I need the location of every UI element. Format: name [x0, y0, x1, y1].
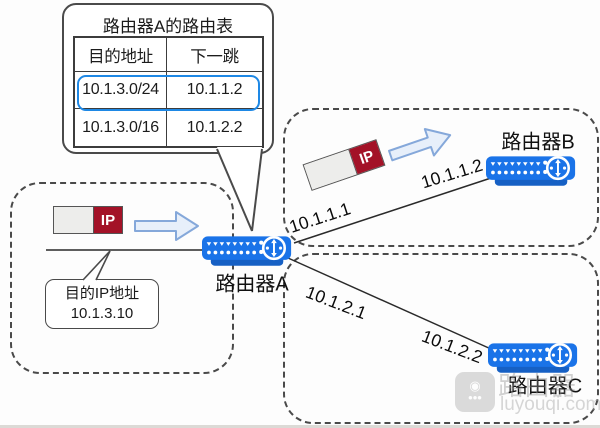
table-cell-next-row2: 10.1.2.2	[186, 118, 243, 136]
forward-arrow-to-b	[384, 119, 459, 177]
bottom-right-network-region	[283, 253, 599, 424]
router-c-icon	[488, 343, 578, 373]
table-cell-dest-row1: 10.1.3.0/24	[75, 72, 167, 109]
routing-table-callout: 路由器A的路由表 目的地址 下一跳 10.1.3.0/24 10.1.1.2 1…	[62, 3, 274, 154]
arrow-shape	[134, 211, 199, 241]
routing-table: 目的地址 下一跳 10.1.3.0/24 10.1.1.2 10.1.3.0/1…	[73, 36, 264, 148]
table-cell-next-row1: 10.1.1.2	[167, 72, 262, 109]
col-header-destination: 目的地址	[75, 38, 167, 72]
destination-ip-value: 10.1.3.10	[70, 305, 134, 322]
arrow-shape	[387, 128, 452, 162]
col-header-next-hop: 下一跳	[167, 38, 262, 72]
table-cell-dest-row2: 10.1.3.0/16	[75, 109, 167, 146]
router-a-icon	[202, 236, 292, 266]
ip-packet: IP	[53, 206, 123, 234]
router-c-label: 路由器C	[507, 375, 583, 398]
bottom-edge-strip	[0, 425, 600, 428]
tail-edge	[251, 148, 263, 232]
top-right-network-region	[283, 108, 599, 247]
forward-arrow	[134, 210, 200, 249]
destination-ip-label: 目的IP地址	[64, 285, 140, 302]
left-network-region	[10, 182, 234, 374]
destination-ip-callout: 目的IP地址 10.1.3.10	[45, 279, 159, 329]
router-b-label: 路由器B	[501, 131, 575, 154]
packet-ip-header: IP	[94, 207, 122, 233]
routing-table-title: 路由器A的路由表	[102, 17, 234, 36]
packet-payload	[54, 207, 94, 233]
router-a-label: 路由器A	[215, 273, 289, 296]
router-b-icon	[486, 156, 576, 186]
